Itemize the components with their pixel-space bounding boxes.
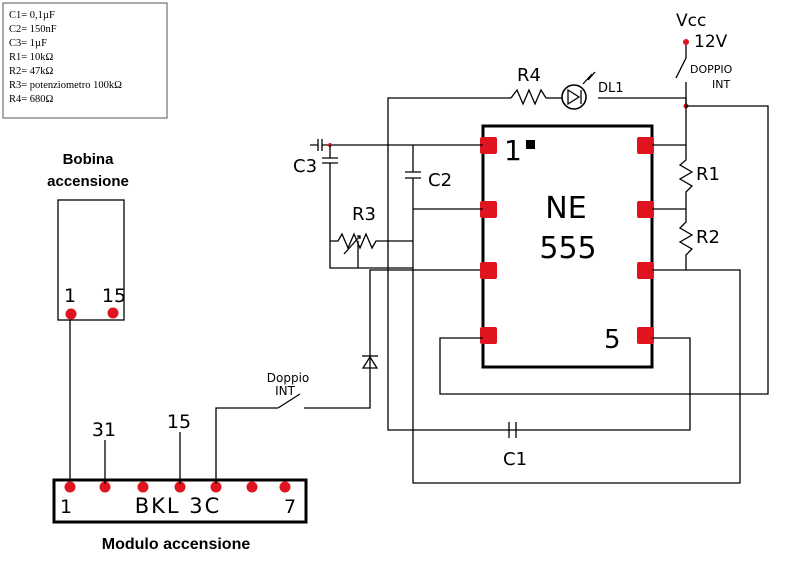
switch-top-blade [675,57,687,79]
led-arrows [582,71,596,85]
module-pin-label-1: 1 [60,496,72,518]
ic-pin1-label: 1 [504,134,522,167]
capacitor-c2: C2 [405,145,452,270]
switch-bottom: Doppio INT [215,371,371,484]
module-title: Modulo accensione [102,536,251,553]
component-legend: C1= 0,1µF C2= 150nF C3= 1µF R1= 10kΩ R2=… [2,2,168,119]
r1-zigzag [678,145,694,209]
wire-vcc-to-led [598,97,687,106]
c1-label: C1 [503,449,527,470]
ic-pin [480,201,497,218]
switch-bottom-label-1: Doppio [267,371,310,385]
module-pin [279,481,291,493]
resistor-r1: R1 [678,145,720,209]
module-pin [137,481,149,493]
c2-label: C2 [428,170,452,191]
module-pin [99,481,111,493]
module-pin [174,481,186,493]
r3-label: R3 [352,204,376,225]
wire-31-label: 31 [92,419,116,441]
ignition-module: 1 7 BKL 3C Modulo accensione [52,478,308,553]
led-symbol [567,88,582,106]
switch-bottom-label-2: INT [275,384,296,398]
ic-pin1-marker [526,140,535,149]
resistor-r4: R4 [510,65,547,106]
switch-top-label-1: DOPPIO [690,63,733,76]
ic-pin [637,327,654,344]
legend-item: R1= 10kΩ [9,52,54,63]
capacitor-c1: C1 [503,422,527,470]
c2-body [405,145,421,270]
c3-top [310,139,483,151]
ic-pin [637,262,654,279]
module-pin [210,481,222,493]
capacitor-c3: C3 [293,139,483,269]
wire-right-loop [439,105,769,395]
wire-pin6-loop [412,269,741,484]
legend-box [2,2,168,119]
vcc-voltage: 12V [694,32,728,52]
led-label: DL1 [598,81,624,96]
wire-module-to-switch [215,407,278,484]
resistor-r2: R2 [678,209,720,270]
r2-zigzag [678,209,694,270]
c3-vertical [322,145,413,269]
module-model: BKL 3C [135,494,222,518]
module-pin [246,481,258,493]
legend-item: R3= potenziometro 100kΩ [9,80,122,91]
module-pin [64,481,76,493]
legend-item: R4= 680Ω [9,94,54,105]
led-dl1: DL1 [561,71,624,110]
c1-plates [508,422,517,438]
diode-body [361,355,379,369]
ic-body [481,124,654,369]
wire-15-label: 15 [167,411,191,433]
ignition-coil: Bobina accensione 1 15 [47,151,129,321]
wire-diode-to-pin [369,269,483,351]
wire-r4-loop [387,97,691,431]
ic-pin [637,137,654,154]
legend-item: C1= 0,1µF [9,10,55,21]
module-pin-label-7: 7 [284,496,296,518]
coil-pin-15 [107,307,119,319]
r3-wiper [343,235,361,255]
switch-top-label-2: INT [712,78,730,91]
coil-pin-1 [65,308,77,320]
wire-vcc-to-pin8 [652,106,687,146]
ic-pin [480,327,497,344]
ic-pin [480,262,497,279]
vcc-terminal [683,39,689,45]
diode [361,269,483,372]
r4-label: R4 [517,65,541,86]
r4-zigzag [510,88,547,106]
vcc-label: Vcc [676,11,706,31]
c3-label: C3 [293,156,317,177]
wire-switch-to-diode [304,372,371,409]
switch-bottom-blade [277,393,301,409]
power-supply: Vcc 12V DOPPIO INT [675,11,733,109]
r3-zigzag [330,232,413,250]
legend-item: C3= 1µF [9,38,47,49]
ne555-ic: 1 NE 555 5 [480,124,654,369]
coil-title-line1: Bobina [63,151,114,168]
potentiometer-r3: R3 [330,204,413,268]
ic-pin5-label: 5 [604,325,621,355]
legend-item: R2= 47kΩ [9,66,54,77]
ic-pin [480,137,497,154]
r2-label: R2 [696,227,720,248]
coil-body [57,199,125,321]
r1-label: R1 [696,164,720,185]
led-body [561,84,587,110]
coil-pin-label-15: 15 [102,285,126,307]
coil-pin-label-1: 1 [64,285,76,307]
ic-name-line2: 555 [539,231,596,266]
ic-name-line1: NE [545,191,586,226]
ic-pin [637,201,654,218]
coil-title-line2: accensione [47,173,129,190]
legend-item: C2= 150nF [9,24,57,35]
